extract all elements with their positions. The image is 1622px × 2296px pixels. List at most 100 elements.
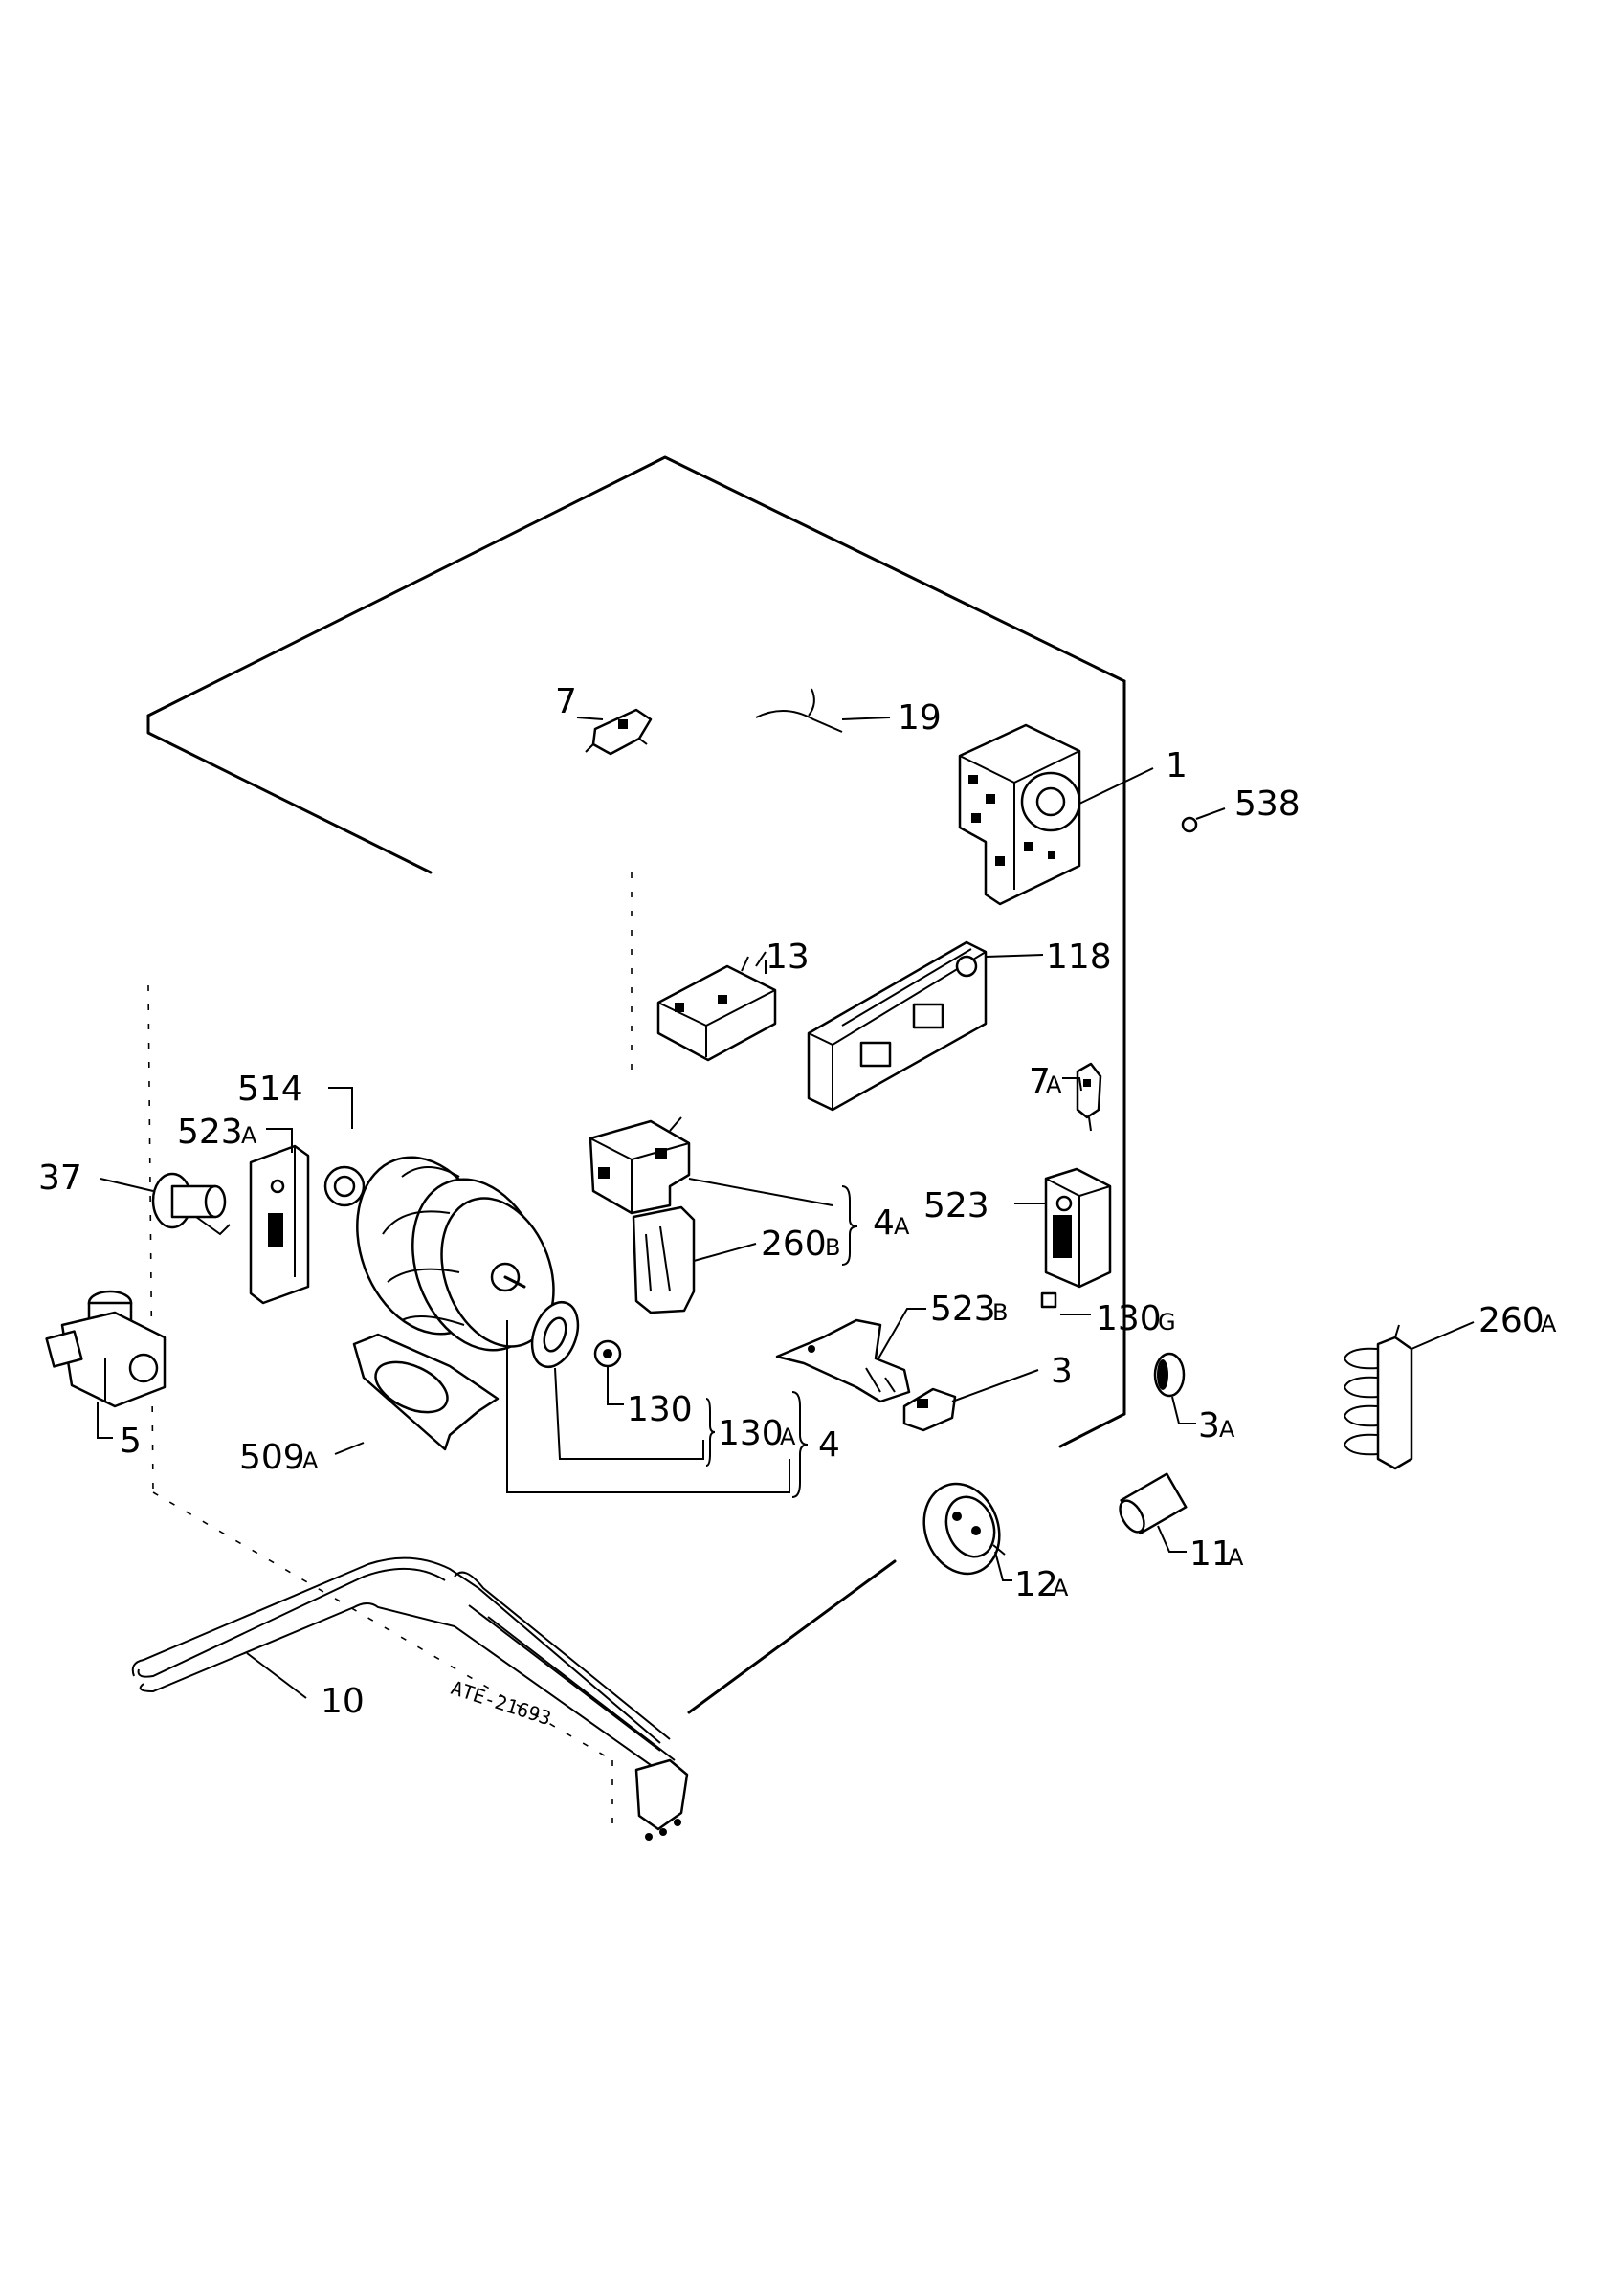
part-19-wire[interactable] — [755, 688, 843, 733]
label-514: 514 — [237, 1070, 303, 1109]
bracket-line-4 — [506, 1320, 790, 1493]
leader-1 — [1078, 767, 1154, 805]
leader-3 — [951, 1369, 1039, 1402]
part-130-bush[interactable] — [593, 1339, 622, 1368]
cabinet-outline — [146, 455, 1126, 1837]
leader-3a — [1171, 1396, 1196, 1424]
leader-4a-a — [688, 1178, 833, 1206]
part-3a-thermostat[interactable] — [1153, 1352, 1186, 1398]
label-130g: 130 G — [1096, 1299, 1176, 1338]
label-523: 523 — [923, 1186, 989, 1225]
svg-text:3: 3 — [1198, 1406, 1220, 1446]
svg-text:260: 260 — [761, 1225, 827, 1264]
label-3a: 3 A — [1198, 1406, 1235, 1446]
part-509a-cradle[interactable] — [352, 1333, 500, 1451]
part-118-control-panel[interactable] — [807, 940, 988, 1112]
part-130a-pulley[interactable] — [523, 1296, 586, 1374]
label-523b: 523 B — [930, 1290, 1008, 1329]
leader-7 — [576, 717, 604, 720]
leader-538 — [1195, 807, 1226, 820]
leader-523a — [266, 1128, 293, 1153]
label-19: 19 — [898, 698, 942, 738]
svg-text:7: 7 — [1029, 1062, 1051, 1101]
label-7a: 7 A — [1029, 1062, 1062, 1101]
svg-text:B: B — [992, 1299, 1008, 1326]
leader-5 — [97, 1402, 113, 1439]
svg-text:260: 260 — [1478, 1301, 1544, 1340]
label-538: 538 — [1234, 784, 1300, 824]
label-130a: 130 A — [718, 1414, 796, 1453]
part-12a-pressure-switch[interactable] — [912, 1473, 1011, 1584]
part-5-inlet-valve[interactable] — [45, 1290, 167, 1408]
brace-4a — [841, 1185, 858, 1266]
svg-text:A: A — [894, 1213, 910, 1240]
svg-text:130: 130 — [718, 1414, 784, 1453]
leader-514 — [328, 1087, 353, 1129]
svg-text:11: 11 — [1189, 1534, 1233, 1574]
svg-text:G: G — [1158, 1309, 1176, 1336]
label-4a: 4 A — [873, 1203, 910, 1243]
svg-text:A: A — [1541, 1311, 1557, 1337]
label-509a: 509 A — [239, 1438, 319, 1477]
label-523a: 523 A — [177, 1113, 257, 1152]
part-37-valve[interactable] — [151, 1172, 231, 1236]
bracket-line-130a — [554, 1367, 704, 1460]
svg-text:A: A — [241, 1122, 257, 1149]
svg-text:A: A — [1219, 1416, 1235, 1443]
leader-11a — [1157, 1525, 1187, 1553]
callout-labels: 7 19 1 538 13 118 7 A 523 4 A 260 B 130 … — [38, 682, 1557, 1721]
label-13: 13 — [766, 938, 810, 977]
part-523-housing[interactable] — [1044, 1167, 1112, 1289]
part-4a-relay[interactable] — [589, 1116, 691, 1215]
part-1-timer[interactable] — [958, 723, 1081, 906]
leader-7a — [1062, 1077, 1082, 1092]
part-514-seal[interactable] — [323, 1165, 366, 1207]
leader-37 — [100, 1178, 154, 1192]
label-1: 1 — [1166, 746, 1188, 785]
label-7: 7 — [555, 682, 577, 721]
leader-523b — [878, 1308, 926, 1359]
part-538-nut[interactable] — [1181, 816, 1198, 833]
leader-12a — [994, 1551, 1012, 1581]
label-11a: 11 A — [1189, 1534, 1244, 1574]
svg-text:A: A — [780, 1424, 796, 1450]
svg-text:A: A — [1053, 1575, 1069, 1601]
svg-text:A: A — [1046, 1071, 1062, 1098]
label-3: 3 — [1051, 1352, 1073, 1391]
leader-260a — [1411, 1321, 1475, 1350]
svg-text:523: 523 — [930, 1290, 996, 1329]
part-10-heating-element[interactable] — [131, 1556, 689, 1841]
part-7-relay[interactable] — [585, 708, 653, 756]
part-3-thermostat[interactable] — [902, 1387, 957, 1432]
part-130g-bung[interactable] — [1040, 1292, 1057, 1309]
svg-text:4: 4 — [873, 1203, 895, 1243]
label-260b: 260 B — [761, 1225, 840, 1264]
leader-509a — [334, 1442, 365, 1455]
brace-130a — [705, 1398, 716, 1467]
label-4: 4 — [818, 1425, 840, 1465]
svg-text:A: A — [1228, 1544, 1244, 1571]
part-523b-bracket[interactable] — [775, 1318, 911, 1403]
part-4-motor[interactable] — [334, 1137, 573, 1368]
svg-text:B: B — [825, 1234, 840, 1261]
label-130: 130 — [627, 1390, 693, 1429]
svg-text:509: 509 — [239, 1438, 305, 1477]
label-37: 37 — [38, 1159, 82, 1198]
part-11a-capacitor[interactable] — [1115, 1472, 1188, 1536]
leader-130 — [607, 1366, 624, 1405]
leader-19 — [841, 717, 891, 720]
part-7a-relay[interactable] — [1076, 1062, 1102, 1132]
drawing-code-stamp: ATE-21693 — [448, 1676, 553, 1730]
leader-118 — [985, 954, 1044, 958]
svg-text:12: 12 — [1014, 1565, 1058, 1604]
brace-4 — [791, 1391, 809, 1498]
part-260a-terminal-block[interactable] — [1343, 1324, 1413, 1470]
part-523a-plate[interactable] — [249, 1144, 310, 1305]
label-118: 118 — [1046, 938, 1112, 977]
svg-text:A: A — [302, 1447, 319, 1474]
leader-10 — [246, 1652, 307, 1699]
part-13-switch[interactable] — [656, 951, 777, 1062]
part-260b-bracket[interactable] — [632, 1205, 696, 1314]
label-12a: 12 A — [1014, 1565, 1069, 1604]
